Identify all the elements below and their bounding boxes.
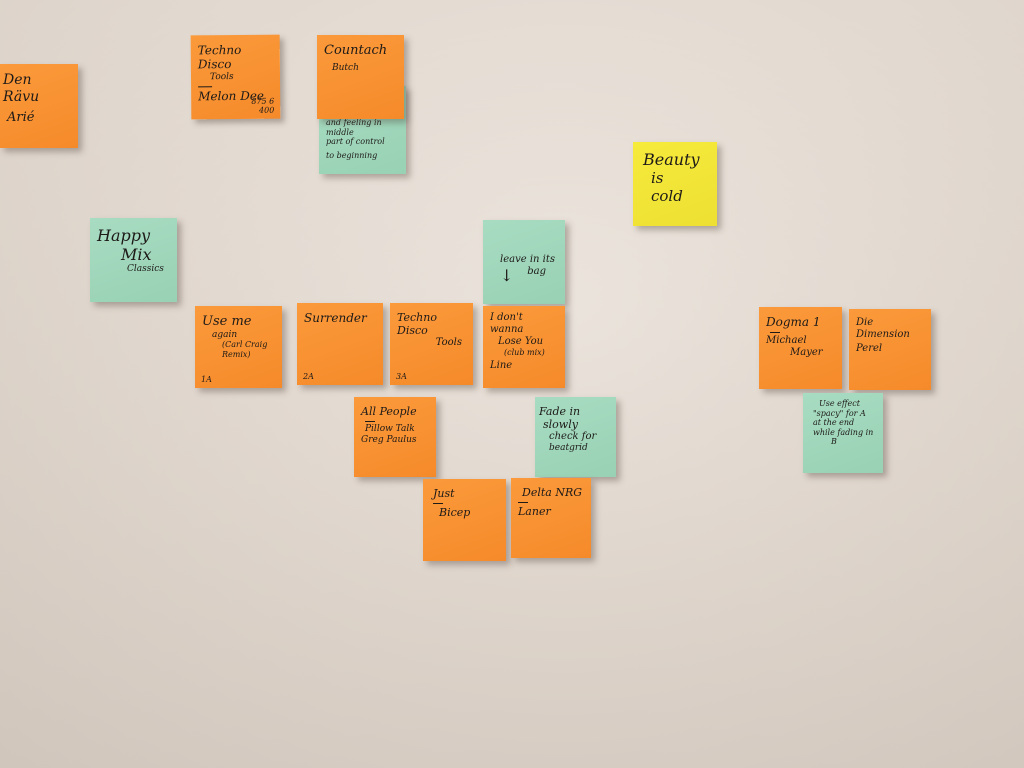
note-text: Techno Disco — [197, 42, 242, 72]
note-text: Use effect — [819, 399, 860, 408]
note-text: Beauty — [643, 150, 700, 169]
note-text: Line — [490, 359, 513, 371]
note-text: check for — [549, 431, 597, 443]
note-text: B — [831, 437, 837, 447]
divider-dash — [433, 503, 443, 505]
note-number: 875 6 400 — [251, 96, 275, 116]
note-text: Use me — [202, 314, 252, 329]
note-text: Happy — [97, 226, 151, 245]
sticky-note-dont-wanna-lose-you: I don't wanna Lose You (club mix) Line — [483, 306, 565, 388]
note-number: 3A — [396, 372, 407, 382]
note-text: Pillow Talk — [365, 424, 415, 435]
divider-dash — [365, 421, 375, 423]
note-text: Den Rävu — [3, 72, 40, 105]
note-text: Countach — [324, 43, 388, 58]
note-text: again — [212, 329, 238, 340]
note-text: cold — [651, 187, 683, 206]
note-text: Perel — [856, 343, 883, 354]
sticky-note-use-effect: Use effect "spacy" for A at the end whil… — [803, 393, 883, 473]
note-text: Butch — [332, 62, 359, 73]
sticky-note-delta-nrg: Delta NRG Laner — [511, 478, 591, 558]
note-text: Bicep — [439, 506, 471, 520]
sticky-note-use-me-again: Use me again (Carl Craig Remix) 1A — [195, 306, 282, 388]
sticky-note-leave-in-bag: leave in its ↓ bag — [483, 220, 565, 304]
sticky-note-surrender: Surrender 2A — [297, 303, 383, 385]
note-text: "spacy" for A — [813, 408, 866, 418]
note-text: Lose You — [498, 336, 544, 347]
note-text: Just — [433, 487, 455, 500]
note-text: Surrender — [304, 311, 367, 325]
sticky-note-happy-mix: Happy Mix Classics — [90, 218, 177, 302]
note-text: slowly — [543, 418, 578, 432]
note-text: Mix — [121, 245, 152, 265]
note-text: Classics — [127, 264, 164, 275]
note-number: 2A — [303, 372, 314, 382]
note-text: at the end — [813, 418, 855, 428]
sticky-note-all-people: All People Pillow Talk Greg Paulus — [354, 397, 436, 477]
sticky-note-fade-in: Fade in slowly check for beatgrid — [535, 397, 616, 477]
note-text: ↓ bag — [490, 266, 558, 285]
sticky-note-beauty-is-cold: Beauty is cold — [633, 142, 717, 226]
sticky-note-den-rave: Den Rävu Arié — [0, 64, 78, 148]
sticky-note-just-bicep: Just Bicep — [423, 479, 506, 561]
note-text: beatgrid — [549, 443, 588, 454]
sticky-note-techno-disco-tools: Techno Disco Tools 3A — [390, 303, 473, 385]
note-text: part of control — [326, 137, 385, 147]
divider-dash — [198, 85, 213, 87]
note-text: Delta NRG — [522, 486, 583, 499]
note-text: All People — [361, 405, 417, 418]
note-text: bag — [527, 266, 546, 277]
note-text: I don't wanna — [490, 312, 524, 335]
note-text: Laner — [518, 505, 551, 519]
note-text: while fading in — [813, 427, 874, 437]
sticky-note-techno-disco-top: Techno Disco Tools Melon Dee 875 6 400 — [190, 34, 281, 120]
note-text: Techno Disco — [397, 311, 437, 338]
note-text: leave in its — [500, 254, 555, 265]
note-text: is — [651, 169, 664, 188]
divider-dash — [770, 332, 780, 334]
sticky-note-countach: Countach Butch — [317, 35, 404, 119]
note-text: to beginning — [326, 150, 378, 160]
divider-dash — [518, 502, 528, 504]
note-text: Greg Paulus — [361, 434, 417, 445]
note-text: Tools — [209, 71, 234, 83]
note-text: Tools — [435, 337, 462, 349]
note-text: Dogma 1 — [766, 315, 821, 329]
note-text: and feeling in middle — [326, 118, 382, 137]
sticky-note-die-dimension: Die Dimension Perel — [849, 309, 931, 390]
sticky-note-dogma: Dogma 1 Michael Mayer — [759, 307, 842, 389]
note-text: Die Dimension — [856, 317, 910, 340]
note-number: 1A — [201, 375, 212, 385]
note-text: Michael — [766, 335, 807, 347]
note-text: (Carl Craig Remix) — [222, 340, 268, 359]
down-arrow-icon: ↓ — [500, 266, 514, 285]
note-text: Mayer — [790, 347, 823, 359]
note-text: Arié — [7, 109, 35, 125]
note-text: Fade in — [539, 405, 581, 418]
note-text: (club mix) — [504, 348, 545, 357]
